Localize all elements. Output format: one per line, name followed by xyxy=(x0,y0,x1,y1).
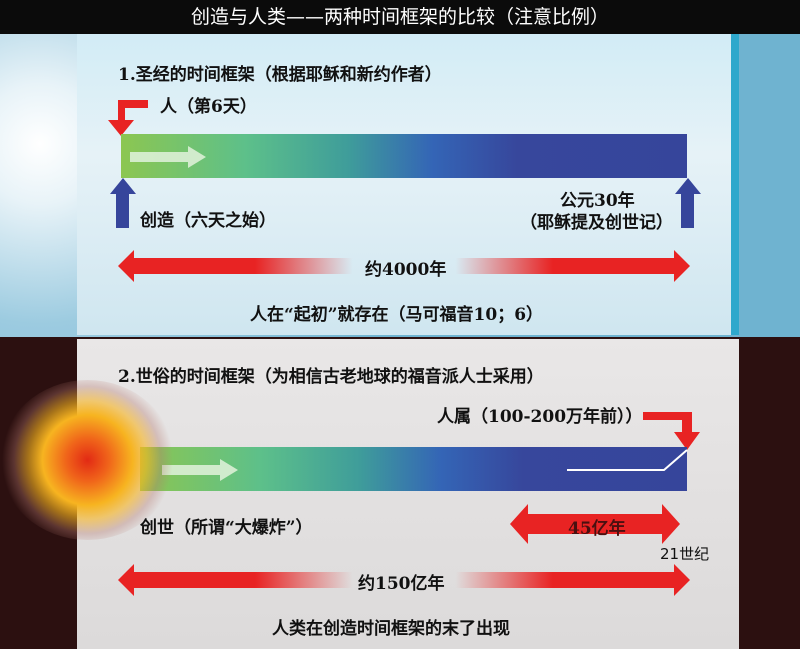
jesus-genesis-label: （耶稣提及创世记） xyxy=(520,213,673,233)
secular-panel xyxy=(77,339,739,649)
span-150-label: 约150亿年 xyxy=(358,574,445,594)
biblical-footer: 人在“起初”就存在（马可福音10；6） xyxy=(250,305,544,325)
direction-arrow-icon xyxy=(130,146,206,168)
span-150-arrow-icon xyxy=(118,564,690,596)
human-era-line-icon xyxy=(567,449,688,471)
ad30-label: 公元30年 xyxy=(560,191,635,211)
direction-arrow-icon xyxy=(162,459,238,481)
big-bang-label: 创世（所谓“大爆炸”） xyxy=(140,518,313,538)
creation-start-label: 创造（六天之始） xyxy=(140,211,276,231)
span-4000-label: 约4000年 xyxy=(365,260,447,280)
biblical-heading: 1.圣经的时间框架（根据耶稣和新约作者） xyxy=(118,65,442,85)
homo-label: 人属（100-200万年前）） xyxy=(437,407,643,427)
secular-footer: 人类在创造时间框架的末了出现 xyxy=(272,619,510,639)
red-bent-arrow-icon xyxy=(108,100,148,136)
biblical-timeline-bar xyxy=(121,134,687,178)
span-45-arrow-icon xyxy=(510,504,680,544)
big-bang-explosion xyxy=(0,380,175,540)
span-4000-arrow-icon xyxy=(118,250,690,282)
biblical-panel xyxy=(77,34,739,335)
21st-century-label: 21世纪 xyxy=(660,545,710,563)
ad30-up-arrow-icon xyxy=(675,178,701,228)
page-title: 创造与人类——两种时间框架的比较（注意比例） xyxy=(0,0,800,34)
man-day6-label: 人（第6天） xyxy=(160,97,257,117)
homo-bent-arrow-icon xyxy=(643,412,700,450)
span-45-label: 45亿年 xyxy=(568,519,626,539)
creation-up-arrow-icon xyxy=(110,178,136,228)
secular-heading: 2.世俗的时间框架（为相信古老地球的福音派人士采用） xyxy=(118,367,544,387)
